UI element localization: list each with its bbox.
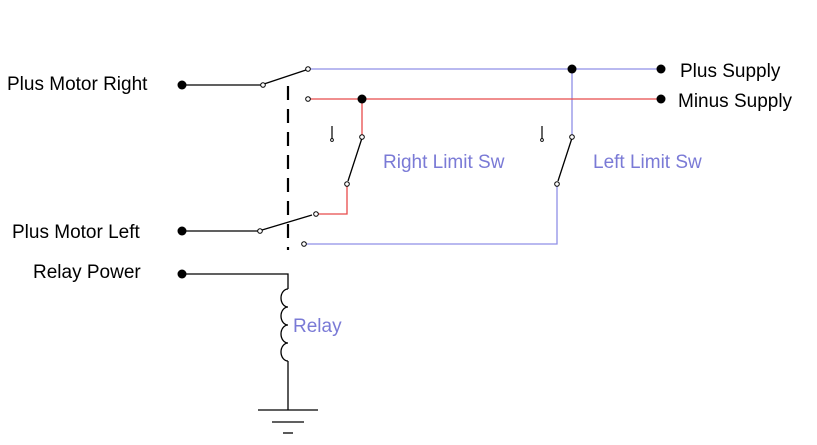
right-limit-switch [330,126,365,187]
terminal-plus-motor-left [177,226,187,236]
junction-minus-supply [357,94,367,104]
relay-pivot-lower [257,228,263,234]
label-relay: Relay [293,316,342,337]
terminal-relay-power [177,269,187,279]
minus-supply-wiring [310,98,660,215]
terminal-plus-motor-right [177,80,187,90]
ground-symbol [258,409,318,434]
relay-pivot-upper [260,82,266,88]
relay-contact-nc-upper [305,66,311,72]
label-minus-supply: Minus Supply [678,91,793,112]
relay-contact-no-upper [305,96,311,102]
relay-contact-no-lower [301,241,307,247]
right-limit-to-motor-left-wire [318,185,348,215]
left-limit-to-lower-contact-wire [304,185,558,245]
label-left-limit-sw: Left Limit Sw [593,152,702,173]
relay-contact-lower [257,211,319,247]
black-wiring [182,84,289,410]
label-right-limit-sw: Right Limit Sw [383,152,505,173]
relay-contact-upper [260,66,311,102]
label-plus-supply: Plus Supply [680,61,781,82]
relay-coil [280,288,289,362]
terminal-plus-supply [656,64,666,74]
junction-plus-supply [567,64,577,74]
relay-power-lead [182,273,289,289]
label-plus-motor-right: Plus Motor Right [7,74,148,95]
left-limit-switch [540,126,575,187]
relay-contact-nc-lower [313,211,319,217]
label-relay-power: Relay Power [33,262,141,283]
terminals [177,64,666,279]
label-plus-motor-left: Plus Motor Left [12,222,140,243]
plus-supply-wiring [304,68,660,245]
terminal-minus-supply [656,94,666,104]
